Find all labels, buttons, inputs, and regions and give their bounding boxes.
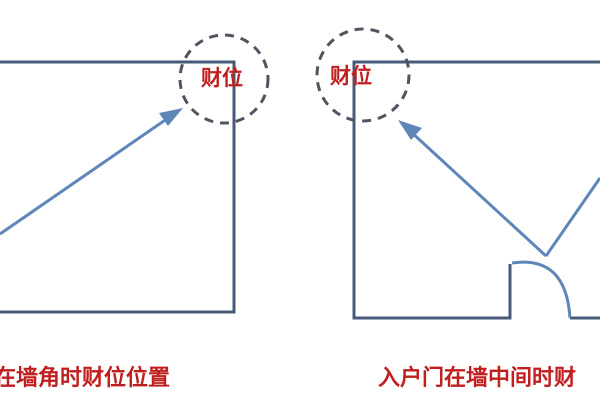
right-floorplan: 财位 xyxy=(315,27,600,320)
left-caption: 在墙角时财位位置 xyxy=(0,366,171,391)
right-caption: 入户门在墙中间时财 xyxy=(378,366,577,391)
left-arrow-head-icon xyxy=(159,108,183,126)
left-wealth-label: 财位 xyxy=(201,66,243,90)
right-wealth-label: 财位 xyxy=(330,64,372,88)
right-room-walls xyxy=(352,60,600,320)
right-entry-line xyxy=(544,177,600,257)
left-floorplan: 财位 xyxy=(0,33,270,314)
right-direction-arrow-shaft xyxy=(408,129,548,258)
right-arrow-head-icon xyxy=(398,120,422,140)
left-room-walls xyxy=(0,60,236,314)
left-wealth-circle xyxy=(178,33,270,125)
right-wealth-circle xyxy=(315,27,411,123)
left-direction-arrow-shaft xyxy=(0,114,172,236)
door-swing-arc xyxy=(511,260,572,319)
